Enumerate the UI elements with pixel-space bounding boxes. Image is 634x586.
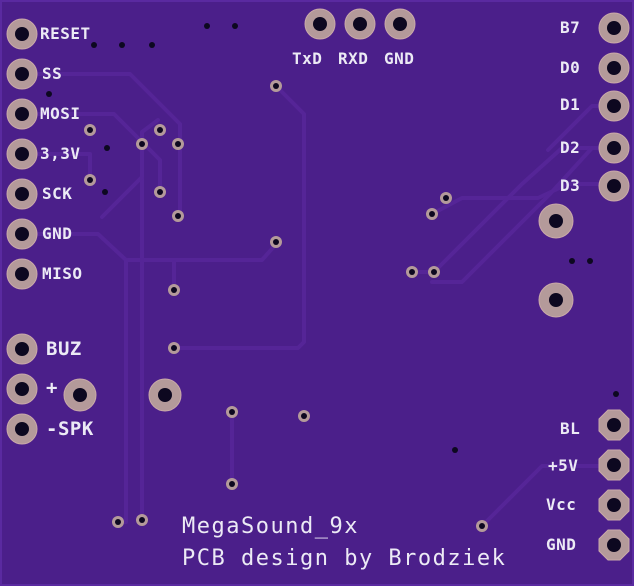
pin-label-d0: D0 <box>560 58 581 77</box>
trace <box>172 84 306 350</box>
pin-label-5v: +5V <box>548 456 579 475</box>
pin-label-top-gnd: GND <box>384 49 415 68</box>
trace <box>430 182 614 216</box>
board-title: MegaSound_9x <box>182 514 359 539</box>
via-layer <box>84 80 488 532</box>
pin-label-power-gnd: GND <box>546 535 577 554</box>
pin-label-miso: MISO <box>42 264 83 283</box>
pin-label-reset: RESET <box>40 24 91 43</box>
board-credit: PCB design by Brodziek <box>182 546 507 571</box>
pin-label-txd: TxD <box>292 49 323 68</box>
trace <box>480 464 616 528</box>
pin-label-b7: B7 <box>560 18 581 37</box>
pin-label-sck: SCK <box>42 184 73 203</box>
pin-label-ss: SS <box>42 64 63 83</box>
pin-label-vcc: Vcc <box>546 495 577 514</box>
pin-label-3v3: 3,3V <box>40 144 81 163</box>
trace <box>20 152 92 182</box>
trace <box>410 146 614 274</box>
pin-label-plus: + <box>46 377 58 399</box>
trace <box>20 112 162 194</box>
pin-label-rxd: RXD <box>338 49 369 68</box>
pin-label-d2: D2 <box>560 138 581 157</box>
pin-label-buz: BUZ <box>46 338 82 360</box>
trace <box>430 146 594 284</box>
trace <box>20 72 182 216</box>
pin-label-d3: D3 <box>560 176 581 195</box>
pin-label-gnd: GND <box>42 224 73 243</box>
trace-layer <box>20 72 616 528</box>
pin-label-d1: D1 <box>560 95 581 114</box>
right-pin-pads <box>598 12 630 202</box>
audio-pin-pads <box>6 333 182 445</box>
mount-pads <box>538 203 574 318</box>
pin-label-bl: BL <box>560 419 581 438</box>
pin-label-mosi: MOSI <box>40 104 81 123</box>
trace <box>100 118 160 219</box>
pin-label-spk: -SPK <box>46 418 94 440</box>
power-pin-pads <box>598 409 630 561</box>
top-pin-pads <box>304 8 416 40</box>
left-pin-pads <box>6 18 38 290</box>
trace <box>116 258 128 524</box>
drill-dots <box>46 23 619 453</box>
